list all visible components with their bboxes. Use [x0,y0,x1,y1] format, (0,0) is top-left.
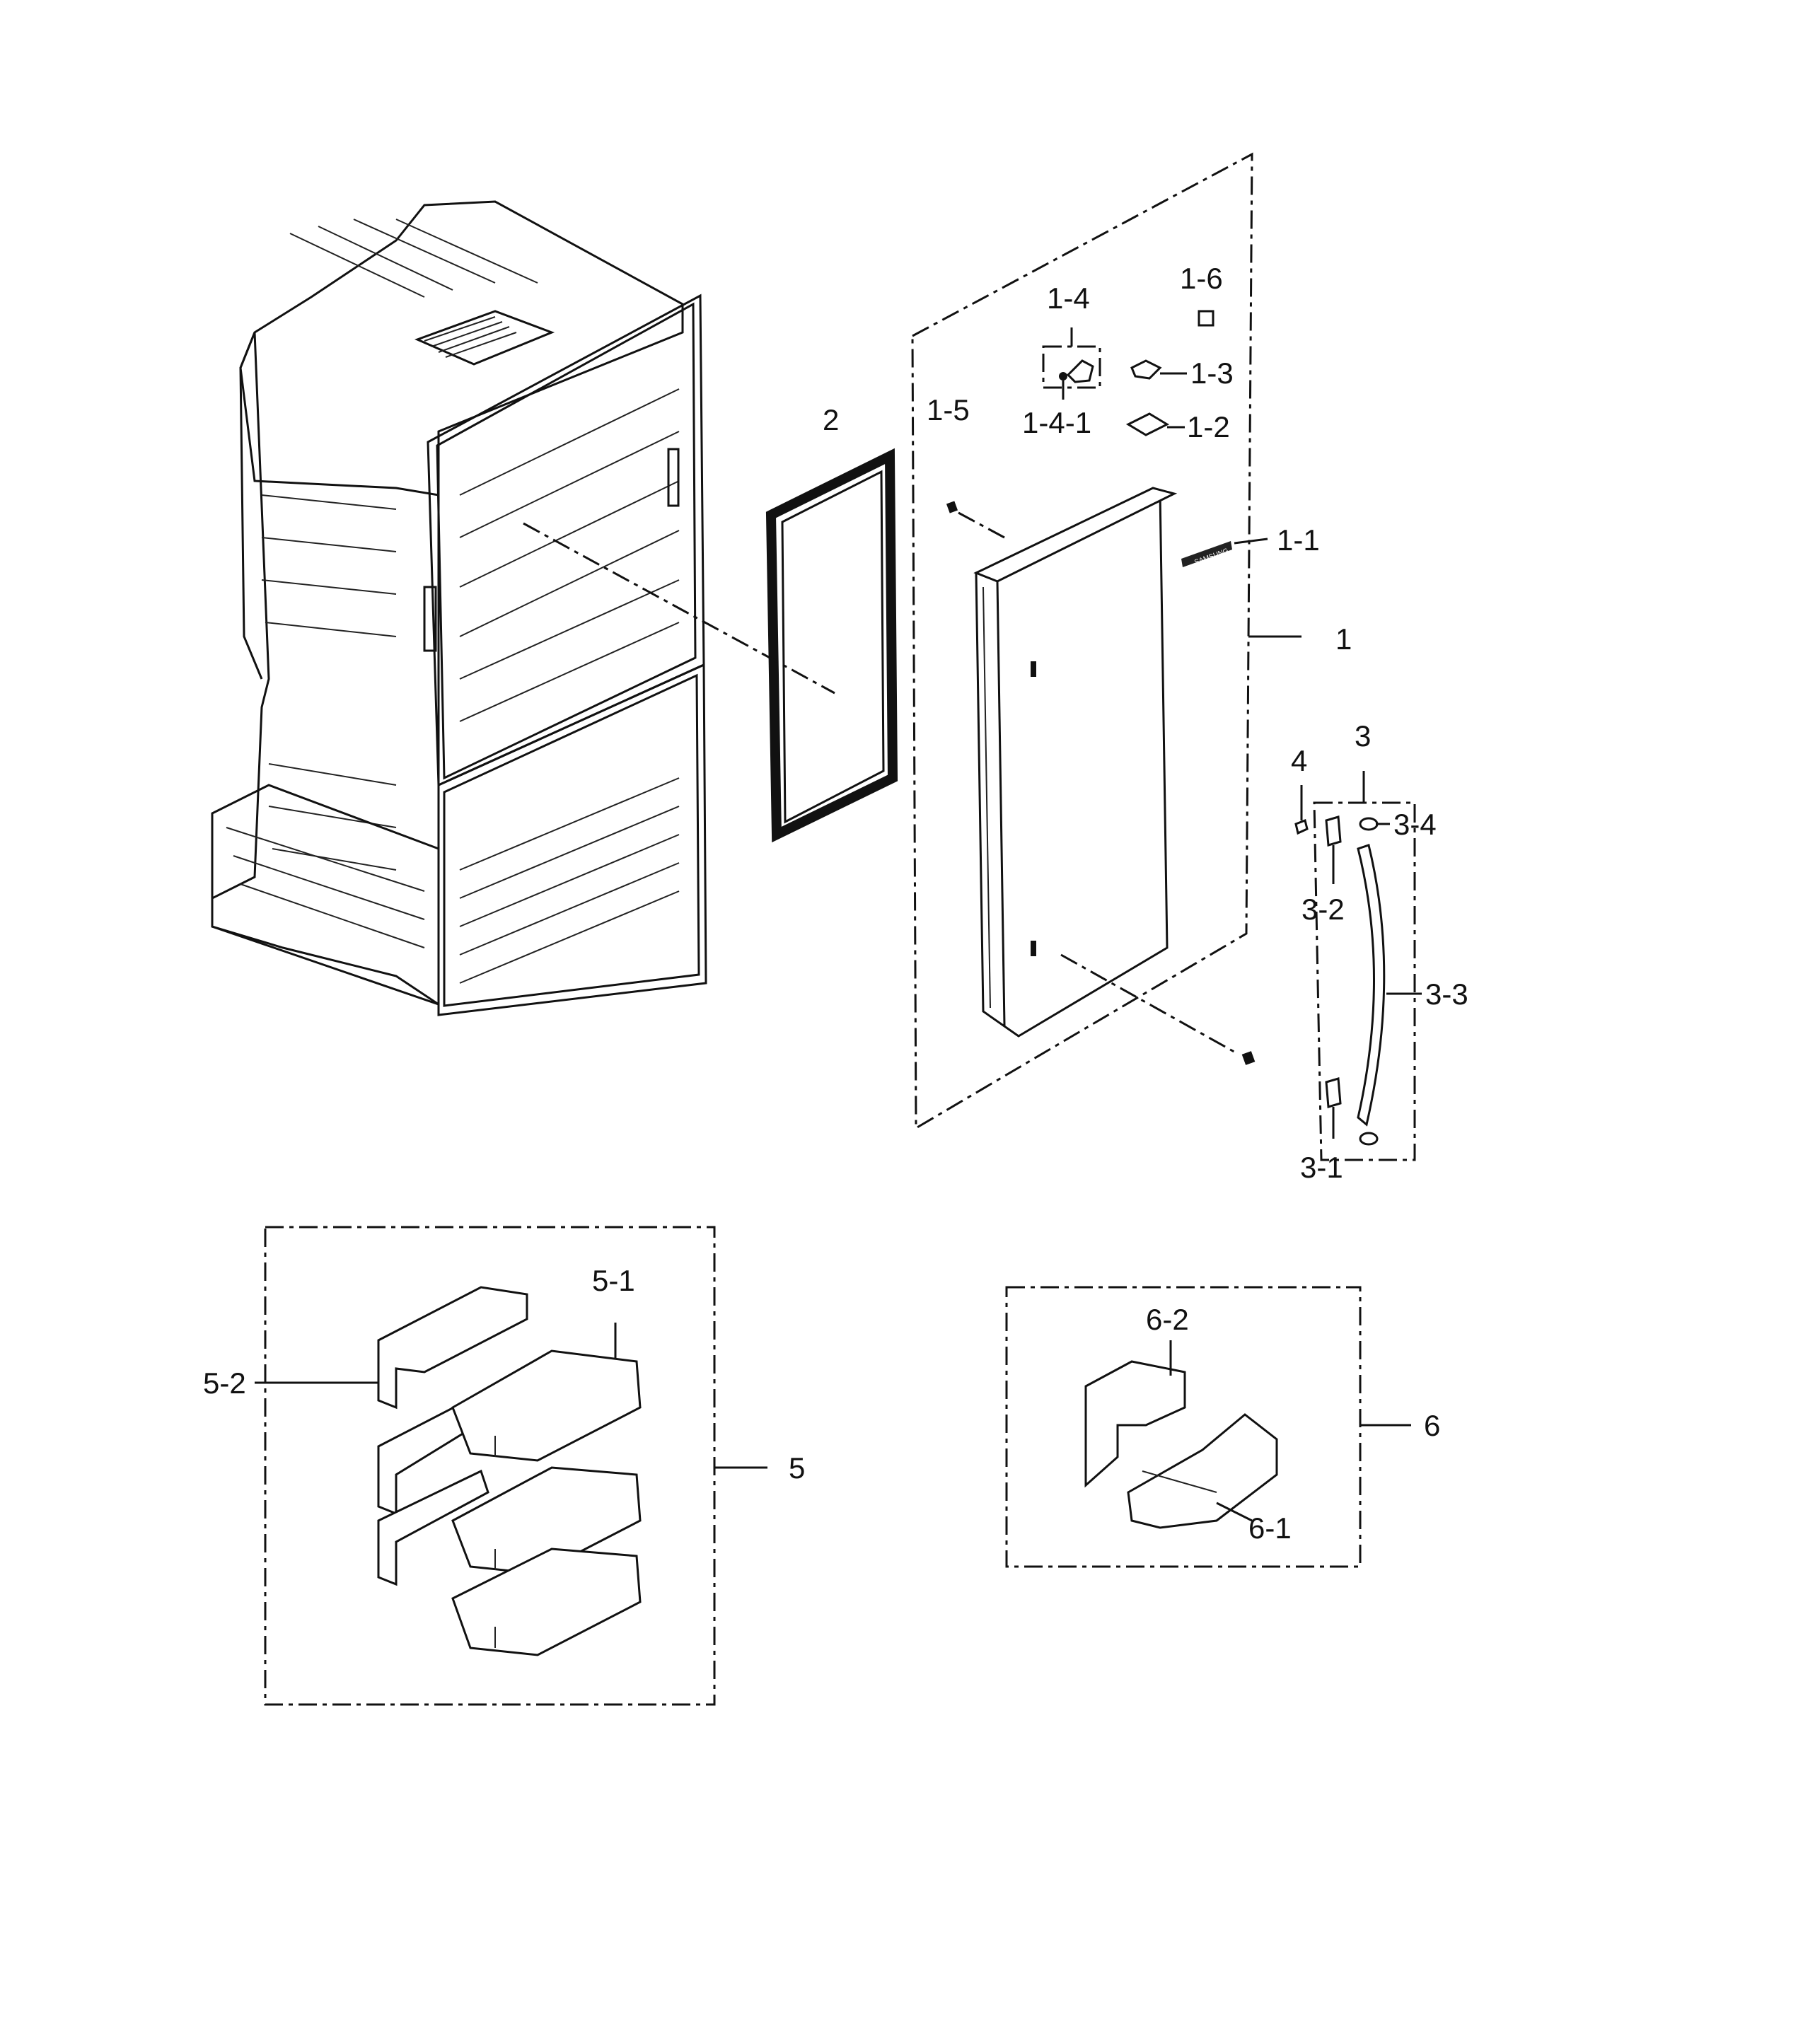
label-part-1-4: 1-4 [1047,281,1090,315]
door-gasket [765,448,898,843]
label-part-5-2: 5-2 [203,1366,246,1400]
handle-assembly [1294,771,1422,1161]
assembly-leader-line [523,522,835,695]
label-part-3-4: 3-4 [1393,808,1437,841]
label-part-5: 5 [789,1451,805,1485]
label-part-1: 1 [1335,622,1352,656]
label-part-1-3: 1-3 [1190,356,1234,390]
samsung-logo-badge: SAMSUNG [1181,541,1232,567]
freezer-guard-set [1005,1286,1411,1568]
label-part-1-4-1: 1-4-1 [1022,406,1091,439]
fridge-door [946,487,1256,1065]
label-part-4: 4 [1291,744,1307,777]
label-part-5-1: 5-1 [592,1264,635,1297]
label-part-2: 2 [823,403,839,436]
label-part-1-5: 1-5 [927,393,970,426]
label-part-6-1: 6-1 [1248,1511,1292,1545]
label-part-1-2: 1-2 [1187,410,1230,443]
refrigerator-cabinet [211,200,707,1016]
part-labels: 1 1-1 1-2 1-3 1-4 1-4-1 1-5 1-6 2 3 3-1 … [203,262,1468,1545]
label-part-6-2: 6-2 [1146,1303,1189,1336]
label-part-3-3: 3-3 [1425,977,1468,1011]
door-assembly-boundary [911,152,1253,1130]
label-part-1-6: 1-6 [1180,262,1223,295]
door-guard-set [255,1226,767,1706]
label-part-6: 6 [1424,1409,1440,1442]
label-part-1-1: 1-1 [1277,523,1320,557]
label-part-3-1: 3-1 [1300,1151,1343,1184]
label-part-3-2: 3-2 [1301,893,1345,926]
hinge-parts [1042,310,1214,436]
label-part-3: 3 [1355,719,1371,753]
